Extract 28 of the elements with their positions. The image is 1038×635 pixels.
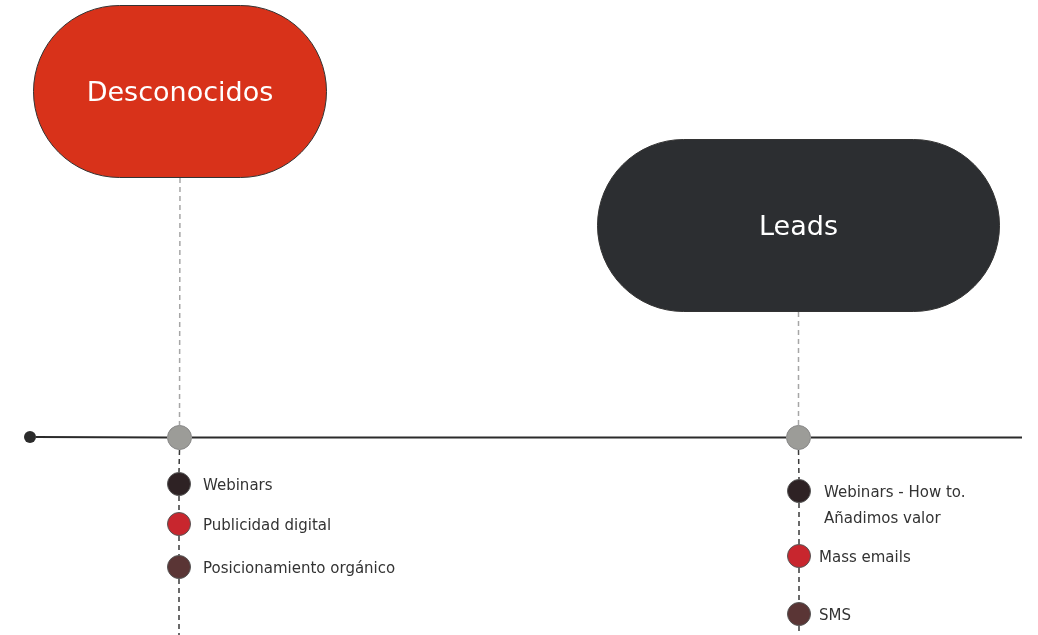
stage-label: Leads [759, 210, 838, 241]
channel-label: SMS [819, 605, 851, 626]
dashed-connector [178, 578, 180, 635]
channel-dot [787, 479, 811, 503]
dashed-connector [178, 495, 180, 513]
stage-label: Desconocidos [86, 76, 274, 107]
dashed-connector [798, 502, 800, 545]
channel-dot [167, 512, 191, 536]
channel-dot [167, 555, 191, 579]
channel-label: Publicidad digital [203, 515, 332, 536]
timeline-marker [167, 425, 192, 450]
channel-label: Posicionamiento orgánico [203, 558, 396, 579]
dashed-connector [797, 449, 800, 480]
channel-dot [167, 472, 191, 496]
channel-label: Mass emails [819, 547, 911, 568]
timeline-line [191, 436, 787, 439]
channel-dot [787, 602, 811, 626]
dashed-connector [178, 449, 181, 473]
timeline-line [35, 436, 168, 439]
channel-label: Webinars [203, 475, 273, 496]
dashed-connector [797, 311, 800, 426]
timeline-start-dot [24, 431, 36, 443]
dashed-connector [178, 177, 181, 426]
channel-dot [787, 544, 811, 568]
dashed-connector [798, 567, 800, 603]
timeline-marker [786, 425, 811, 450]
channel-label: Webinars - How to. Añadimos valor [824, 482, 967, 529]
timeline-line [810, 436, 1023, 439]
